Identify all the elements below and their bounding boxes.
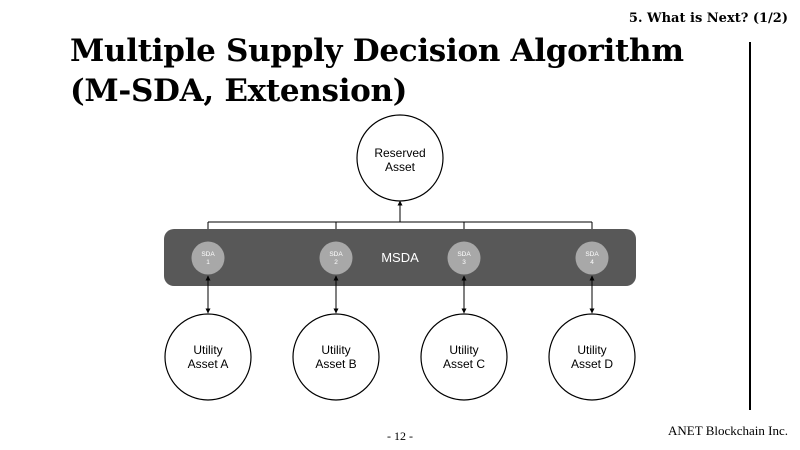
sda-2-label: SDA [329, 251, 343, 258]
title-line-2: (M-SDA, Extension) [70, 73, 408, 109]
page-title: Multiple Supply Decision Algorithm (M-SD… [70, 31, 684, 111]
reserved-asset-node: Reserved Asset [356, 114, 444, 202]
reserved-asset-line2: Asset [385, 160, 416, 174]
sda-node-4: SDA 4 [575, 241, 609, 275]
utility-asset-d-line2: Asset D [571, 357, 613, 371]
sda-node-3: SDA 3 [447, 241, 481, 275]
utility-asset-b-line1: Utility [321, 343, 350, 357]
sda-4-label: SDA [585, 251, 599, 258]
utility-asset-d-line1: Utility [577, 343, 606, 357]
utility-asset-b-node: Utility Asset B [292, 313, 380, 401]
sda-3-number: 3 [462, 259, 466, 266]
bottom-connectors [205, 275, 595, 314]
sda-1-number: 1 [206, 259, 210, 266]
utility-asset-b-line2: Asset B [315, 357, 356, 371]
sda-node-1: SDA 1 [191, 241, 225, 275]
sda-node-2: SDA 2 [319, 241, 353, 275]
vertical-divider [749, 42, 751, 410]
reserved-asset-line1: Reserved [374, 146, 425, 160]
company-name: ANET Blockchain Inc. [668, 423, 788, 438]
msda-band: MSDA [164, 229, 636, 286]
section-indicator: 5. What is Next? (1/2) [628, 11, 788, 26]
utility-asset-a-line1: Utility [193, 343, 222, 357]
utility-asset-a-line2: Asset A [188, 357, 229, 371]
sda-1-label: SDA [201, 251, 215, 258]
utility-asset-d-node: Utility Asset D [548, 313, 636, 401]
sda-4-number: 4 [590, 259, 594, 266]
sda-2-number: 2 [334, 259, 338, 266]
sda-3-label: SDA [457, 251, 471, 258]
msda-label: MSDA [381, 250, 419, 265]
utility-asset-a-node: Utility Asset A [164, 313, 252, 401]
title-line-1: Multiple Supply Decision Algorithm [70, 33, 684, 69]
page-number: - 12 - [387, 429, 413, 443]
utility-asset-c-node: Utility Asset C [420, 313, 508, 401]
utility-asset-c-line2: Asset C [443, 357, 485, 371]
utility-asset-c-line1: Utility [449, 343, 478, 357]
